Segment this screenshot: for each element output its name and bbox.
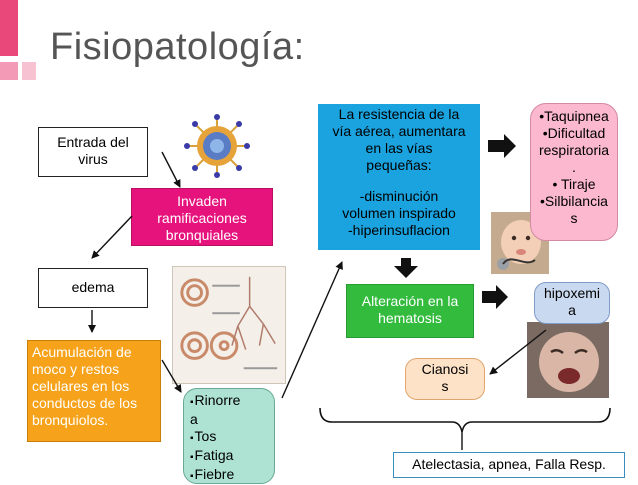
resistencia-line-7: volumen inspirado xyxy=(342,205,456,221)
cianosis-line-2: s xyxy=(441,378,449,394)
edema-label: edema xyxy=(71,279,115,295)
sintoma-fiebre: Fiebre xyxy=(190,466,268,485)
invaden-line-1: Invaden xyxy=(177,193,227,209)
sintomas-box: Rinorre a Tos Fatiga Fiebre xyxy=(183,388,275,484)
arrow-acumulacion-to-sintomas xyxy=(161,359,182,393)
arrow-alteracion-to-hipoxemia xyxy=(482,285,508,309)
arrow-entrada-to-invaden xyxy=(161,151,181,188)
cianosis-box: Cianosi s xyxy=(405,358,485,400)
entrada-line-1: Entrada del xyxy=(57,134,129,150)
hipoxemia-line-2: a xyxy=(568,302,576,318)
acumulacion-line-5: bronquiolos. xyxy=(32,412,109,428)
slide-title: Fisiopatología: xyxy=(50,26,305,68)
entrada-virus-box: Entrada del virus xyxy=(38,127,148,177)
corner-accent-square xyxy=(0,62,18,80)
hipoxemia-line-1: hipoxemi xyxy=(543,285,601,301)
cianosis-line-1: Cianosi xyxy=(421,361,469,377)
complicaciones-box: Atelectasia, apnea, Falla Resp. xyxy=(393,452,625,478)
invaden-line-2: ramificaciones xyxy=(157,210,247,226)
acumulacion-line-3: celulares en los xyxy=(32,378,130,394)
signo-dificultad: •Dificultad xyxy=(542,125,606,141)
alteracion-line-2: hematosis xyxy=(378,310,442,326)
bracket-complicaciones xyxy=(319,407,611,433)
sintoma-rinorrea: Rinorre xyxy=(190,392,268,411)
resistencia-line-4: pequeñas: xyxy=(366,157,432,173)
arrow-sintomas-to-resistencia xyxy=(281,261,343,399)
corner-accent-block xyxy=(0,0,18,56)
acumulacion-line-2: moco y restos xyxy=(32,361,120,377)
acumulacion-line-4: conductos de los xyxy=(32,395,138,411)
signo-silbilancia: •Silbilancia xyxy=(540,193,608,209)
signos-box: •Taquipnea •Dificultad respiratoria . • … xyxy=(530,103,618,241)
complicaciones-label: Atelectasia, apnea, Falla Resp. xyxy=(412,456,606,472)
acumulacion-line-1: Acumulación de xyxy=(32,344,132,360)
sintoma-tos: Tos xyxy=(190,428,268,447)
resistencia-line-2: vía aérea, aumentara xyxy=(332,123,466,139)
resistencia-line-1: La resistencia de la xyxy=(338,106,460,122)
arrow-invaden-to-edema xyxy=(91,215,133,259)
resistencia-line-8: -hiperinsuflacion xyxy=(348,222,450,238)
sintoma-rinorrea-cont: a xyxy=(190,411,198,427)
signo-taquipnea: •Taquipnea xyxy=(539,108,609,124)
sintoma-fatiga: Fatiga xyxy=(190,447,268,466)
arrow-resistencia-to-signos xyxy=(488,134,516,158)
virus-illustration xyxy=(184,114,250,178)
edema-box: edema xyxy=(38,268,148,308)
arrow-hipoxemia-to-cianosis xyxy=(489,329,547,375)
resistencia-box: La resistencia de la vía aérea, aumentar… xyxy=(318,104,480,250)
signo-tiraje: • Tiraje xyxy=(552,176,596,192)
bronchiole-diagram xyxy=(172,266,286,384)
baby-stethoscope-photo xyxy=(491,212,549,274)
signo-punto: . xyxy=(572,159,576,175)
hipoxemia-box: hipoxemi a xyxy=(534,282,610,324)
alteracion-box: Alteración en la hematosis xyxy=(346,284,474,338)
alteracion-line-1: Alteración en la xyxy=(361,293,459,309)
entrada-line-2: virus xyxy=(78,151,108,167)
invaden-line-3: bronquiales xyxy=(165,227,239,243)
signo-silbilancia-cont: s xyxy=(570,210,578,226)
arrow-resistencia-to-alteracion xyxy=(394,258,418,278)
corner-accent-square-light xyxy=(22,62,36,80)
signo-respiratoria: respiratoria xyxy=(538,142,610,158)
acumulacion-box: Acumulación de moco y restos celulares e… xyxy=(27,340,161,442)
resistencia-line-3: en las vías xyxy=(365,140,433,156)
resistencia-line-6: -disminución xyxy=(359,188,439,204)
crying-baby-photo xyxy=(527,322,609,398)
